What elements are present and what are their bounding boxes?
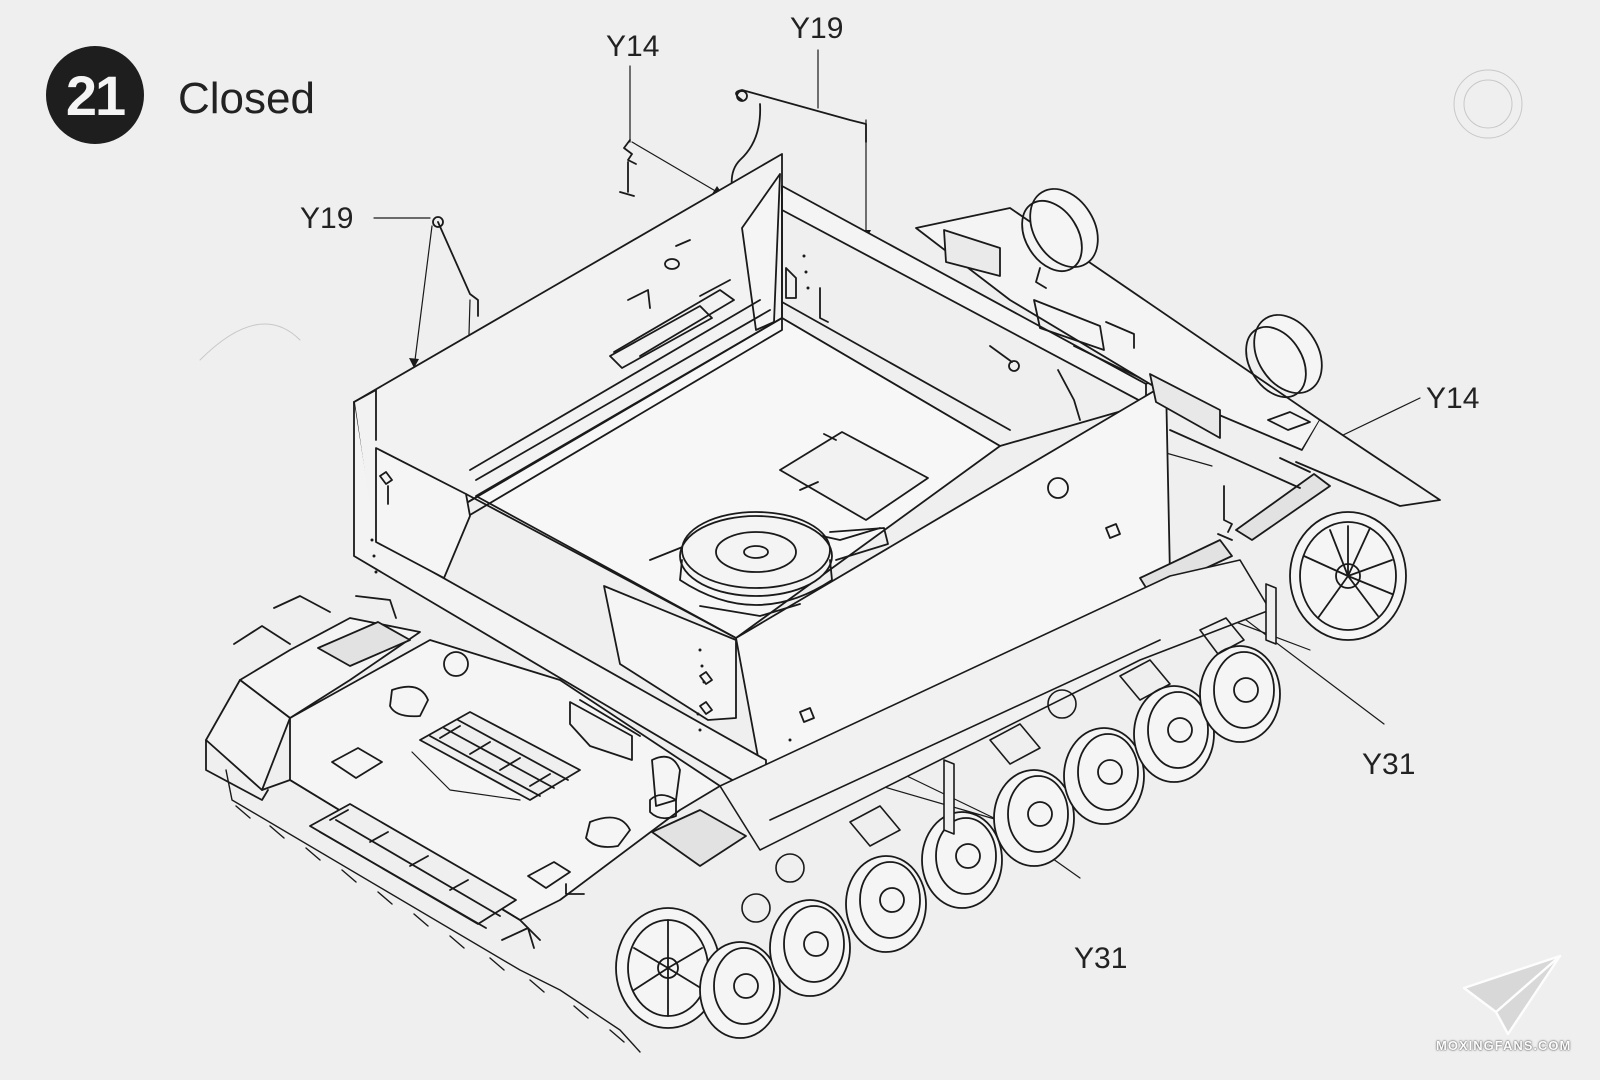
callout-y14-right: Y14 — [1426, 382, 1480, 415]
road-wheel-6 — [1063, 727, 1145, 825]
callout-y31-right: Y31 — [1362, 748, 1416, 781]
callout-y19-left: Y19 — [300, 202, 354, 235]
step-title: Closed — [178, 74, 315, 123]
rear-hull — [205, 473, 1331, 949]
drive-sprocket — [1289, 511, 1407, 641]
callout-y31-bottom: Y31 — [1074, 942, 1128, 975]
handrail-parts — [432, 89, 1233, 541]
callout-y19-top: Y19 — [790, 12, 844, 45]
turntable — [679, 511, 889, 617]
road-wheel-5 — [993, 769, 1075, 867]
front-hull — [915, 207, 1441, 507]
step-number-badge: 21 — [46, 46, 144, 144]
paper-plane-logo — [1462, 954, 1562, 1036]
hull-side — [719, 559, 1277, 923]
road-wheel-1 — [699, 941, 781, 1039]
spare-track-upper — [419, 711, 581, 801]
return-rollers — [1021, 188, 1323, 398]
watermark-text: MOXINGFANS.COM — [1436, 1038, 1572, 1053]
callout-y14-top: Y14 — [606, 30, 660, 63]
fighting-compartment — [353, 153, 1171, 801]
road-wheel-2 — [769, 899, 851, 997]
spare-track-lower — [309, 803, 517, 929]
road-wheel-3 — [845, 855, 927, 953]
road-wheel-8 — [1199, 645, 1281, 743]
road-wheel-7 — [1133, 685, 1215, 783]
track-left — [225, 769, 641, 1053]
road-wheels — [699, 645, 1281, 1039]
scan-marks — [199, 69, 1523, 361]
road-wheel-4 — [921, 811, 1003, 909]
